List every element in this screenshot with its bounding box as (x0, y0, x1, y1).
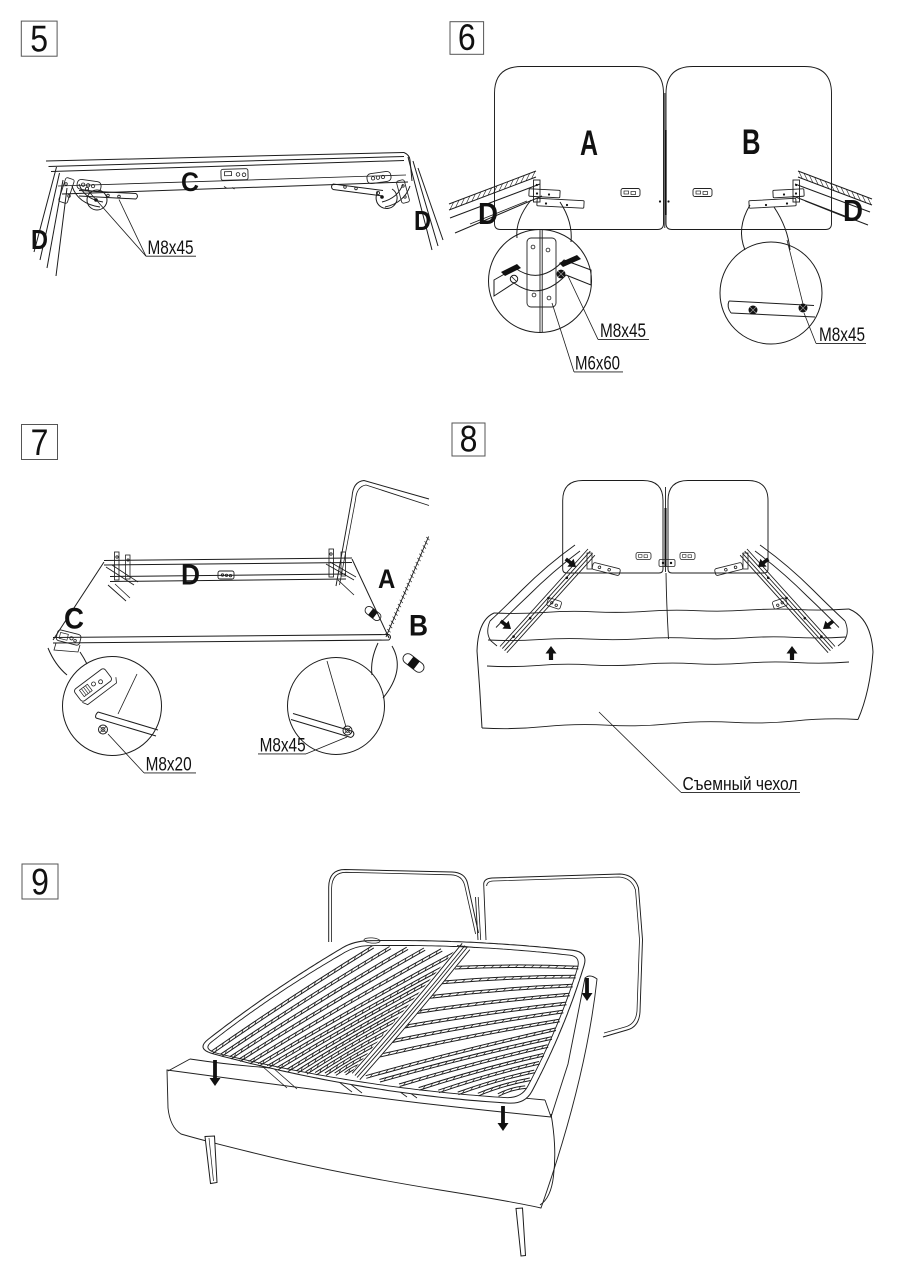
svg-text:6: 6 (458, 17, 476, 58)
svg-text:D: D (181, 560, 200, 592)
svg-text:M8x45: M8x45 (600, 321, 646, 342)
svg-text:5: 5 (30, 19, 48, 60)
svg-text:D: D (31, 224, 48, 255)
svg-text:D: D (414, 205, 431, 236)
svg-text:Съемный чехол: Съемный чехол (683, 774, 798, 794)
svg-text:D: D (843, 193, 863, 228)
svg-text:A: A (580, 124, 598, 163)
svg-text:M6x60: M6x60 (575, 354, 620, 375)
svg-text:9: 9 (31, 862, 49, 903)
svg-text:M8x20: M8x20 (146, 755, 192, 776)
svg-text:C: C (181, 167, 199, 197)
svg-text:M8x45: M8x45 (819, 325, 865, 346)
svg-text:M8x45: M8x45 (148, 238, 194, 259)
svg-text:8: 8 (460, 419, 478, 460)
svg-text:7: 7 (31, 422, 49, 463)
svg-text:M8x45: M8x45 (260, 736, 306, 757)
svg-text:A: A (378, 564, 395, 594)
svg-text:D: D (478, 196, 498, 231)
svg-text:B: B (409, 610, 428, 643)
svg-text:B: B (742, 123, 761, 162)
svg-text:C: C (64, 603, 84, 636)
